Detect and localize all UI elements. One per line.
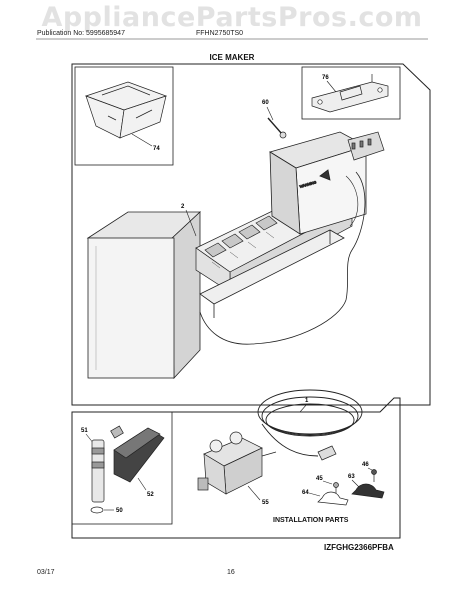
installation-parts-label: INSTALLATION PARTS	[273, 517, 349, 524]
ice-bucket-drawing	[84, 81, 168, 139]
washer-drawing	[90, 506, 104, 514]
wire-harness	[199, 171, 366, 345]
ejector-arm	[199, 229, 345, 318]
page-number: 16	[227, 569, 235, 576]
screw-45-drawing	[333, 482, 339, 494]
watermark: AppliancePartsPros.com	[41, 2, 423, 33]
callout-46: 46	[362, 462, 369, 468]
callout-74: 74	[153, 146, 160, 152]
footer-date: 03/17	[37, 569, 55, 576]
clamp-63-drawing	[351, 483, 385, 499]
callout-51: 51	[81, 428, 88, 434]
diagram-code: IZFGHG2366PFBA	[324, 543, 394, 552]
fill-cup-drawing	[113, 427, 165, 483]
screw-46-drawing	[371, 469, 377, 482]
callout-52: 52	[147, 492, 154, 498]
callout-55: 55	[262, 500, 269, 506]
wire-connector	[347, 131, 385, 161]
water-line-coil	[257, 389, 363, 457]
callout-2: 2	[181, 204, 185, 210]
compression-fitting	[317, 445, 337, 461]
callout-76: 76	[322, 75, 329, 81]
installation-frame	[71, 397, 401, 539]
page-title: ICE MAKER	[209, 53, 255, 62]
svg-text:WARNING: WARNING	[299, 180, 317, 189]
callout-50: 50	[116, 508, 123, 514]
main-frame	[71, 63, 431, 406]
callout-63: 63	[348, 474, 355, 480]
callout-1: 1	[305, 398, 309, 404]
fill-tube-drawing	[91, 425, 124, 503]
callout-64: 64	[302, 490, 309, 496]
screw-drawing	[267, 117, 287, 139]
callout-45: 45	[316, 476, 323, 482]
inset-water-fill	[71, 411, 173, 525]
control-module: WARNING	[269, 131, 368, 235]
bracket-drawing	[311, 74, 389, 113]
ice-maker-housing	[86, 211, 202, 379]
callout-60: 60	[262, 100, 269, 106]
clamp-64-drawing	[317, 491, 349, 506]
model-number: FFHN2750TS0	[196, 30, 244, 37]
publication-number: Publication No: 5995685947	[37, 30, 125, 37]
water-valve-drawing	[197, 431, 277, 495]
